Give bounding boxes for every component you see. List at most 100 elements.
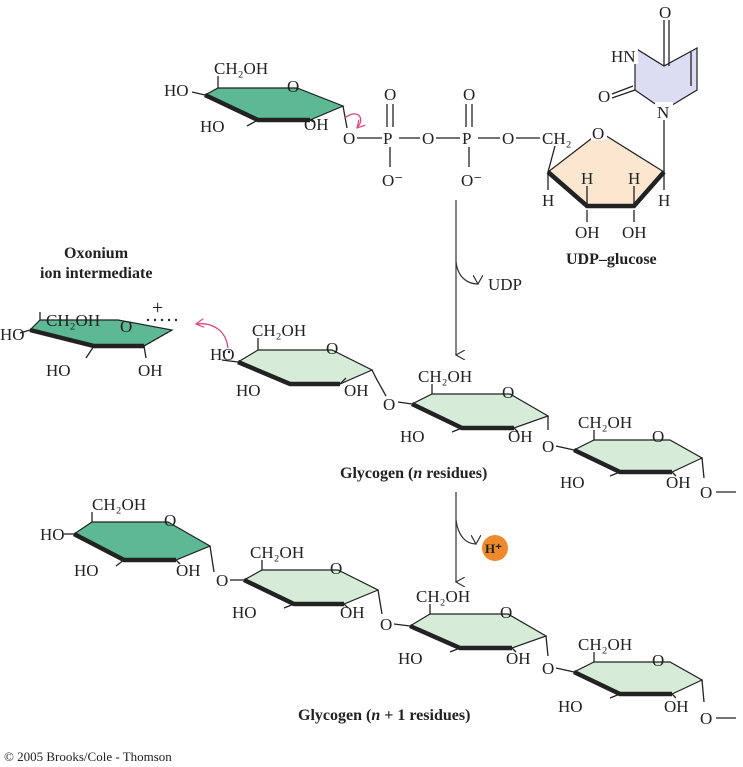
- uracil-ring: N O HN O: [598, 3, 698, 122]
- ribose-ring: O H H H H OH OH: [542, 116, 670, 242]
- ring-oxygen-label: O: [652, 427, 664, 446]
- uracil-hn-label: HN: [611, 47, 636, 66]
- oh-label: OH: [340, 603, 365, 622]
- ring-front-edge: [237, 359, 340, 387]
- oxonium-ion-intermediate: Oxonium ion intermediate CH₂OH HO HO OH …: [0, 245, 231, 380]
- glycogen-n-label: Glycogen (n residues): [340, 465, 487, 482]
- glucose-residue: CH₂OH HO OH O: [232, 543, 383, 622]
- glycogen-n-plus-1-label: Glycogen (n + 1 residues): [298, 707, 470, 724]
- glycosidic-oxygen-label: O: [383, 395, 395, 414]
- glycosidic-oxygen-label: O: [542, 659, 554, 678]
- ch2oh-label: CH₂OH: [252, 321, 306, 340]
- reaction-step-2: H⁺: [456, 492, 508, 582]
- electron-pair-dots: [146, 318, 178, 322]
- ch2oh-label: CH₂OH: [416, 587, 470, 606]
- oh-label: OH: [506, 649, 531, 668]
- ch2oh-label: CH₂OH: [46, 311, 100, 330]
- pyrophosphate-chain: O P O O⁻ O P O O⁻ O CH₂: [343, 85, 572, 190]
- proton-ball: [482, 535, 508, 561]
- ho-label: HO: [232, 603, 257, 622]
- ring-oxygen-label: O: [330, 559, 342, 578]
- phosphorus-label: P: [462, 129, 471, 148]
- ch2oh-label: CH₂OH: [578, 635, 632, 654]
- ch2oh-label: CH₂OH: [418, 367, 472, 386]
- ch2oh-label: CH₂OH: [250, 543, 304, 562]
- ring-oxygen-label: O: [120, 317, 132, 336]
- phosphoryl-oxygen-label: O: [463, 85, 475, 104]
- ring-oxygen-label: O: [500, 603, 512, 622]
- carbonyl-oxygen-label: O: [598, 87, 610, 106]
- uracil-face: [634, 46, 698, 111]
- ribose-oxygen-label: O: [592, 124, 604, 143]
- glucose-residue: CH₂OH HO OH O: [560, 413, 705, 492]
- ho-label: HO: [46, 361, 71, 380]
- ring-face: [72, 521, 212, 561]
- udp-glucose: CH₂OH HO HO OH O O P O O⁻ O P O O⁻ O: [164, 3, 698, 268]
- oxonium-label-line2: ion intermediate: [40, 265, 152, 282]
- oh-label: OH: [176, 561, 201, 580]
- terminal-oxygen-label: O: [700, 709, 712, 728]
- glycosidic-oxygen-label: O: [380, 615, 392, 634]
- glycogen-n-plus-1-residues: CH₂OH HO HO OH O O CH₂OH HO OH O O: [40, 495, 736, 728]
- oh-label: OH: [664, 697, 689, 716]
- ring-face: [572, 439, 704, 473]
- ch2oh-label: CH₂OH: [578, 413, 632, 432]
- udp-byproduct-label: UDP: [488, 275, 522, 294]
- phosphate-oxyanion-label: O⁻: [461, 171, 482, 190]
- glucose-residue: CH₂OH HO OH O: [398, 587, 549, 668]
- hydrogen-label: H: [658, 191, 670, 210]
- ring-face: [242, 569, 380, 605]
- oh-label: OH: [508, 427, 533, 446]
- glucose-residue: CH₂OH HO HO OH O: [210, 321, 377, 400]
- ho-label: HO: [0, 325, 25, 344]
- bridge-oxygen-label: O: [502, 129, 514, 148]
- carbonyl-oxygen-label: O: [659, 3, 671, 22]
- ho-label: HO: [200, 117, 225, 136]
- ch2-label: CH₂: [542, 129, 572, 148]
- hydroxyl-label: OH: [575, 223, 600, 242]
- bridge-oxygen-label: O: [422, 129, 434, 148]
- proton-label: H⁺: [485, 541, 502, 556]
- phosphoryl-oxygen-label: O: [384, 85, 396, 104]
- ring-oxygen-label: O: [164, 511, 176, 530]
- ho-label: HO: [40, 525, 65, 544]
- ring-face: [408, 613, 548, 649]
- glucose-residue-new: CH₂OH HO HO OH O: [40, 495, 215, 580]
- terminal-oxygen-label: O: [700, 483, 712, 502]
- ho-label: HO: [74, 561, 99, 580]
- ch2oh-label: CH₂OH: [214, 59, 268, 78]
- hydroxyl-label: OH: [622, 223, 647, 242]
- oh-label: OH: [344, 381, 369, 400]
- hydrogen-label: H: [581, 169, 593, 188]
- glucose-residue: CH₂OH HO OH O: [558, 635, 705, 716]
- ho-label: HO: [400, 427, 425, 446]
- ho-label: HO: [398, 649, 423, 668]
- glycosidic-oxygen-label: O: [216, 571, 228, 590]
- ring-oxygen-label: O: [326, 339, 338, 358]
- glycosidic-oxygen-label: O: [542, 437, 554, 456]
- ring-face: [236, 349, 374, 385]
- ring-face: [572, 661, 704, 695]
- ho-label: HO: [164, 81, 189, 100]
- reaction-step-1: UDP: [456, 200, 522, 355]
- positive-charge-label: +: [152, 297, 163, 319]
- hydrogen-label: H: [542, 191, 554, 210]
- hydrogen-label: H: [628, 169, 640, 188]
- ring-oxygen-label: O: [652, 651, 664, 670]
- oh-label: OH: [666, 473, 691, 492]
- ho-label: HO: [558, 697, 583, 716]
- ribose-front-edge: [546, 170, 666, 209]
- oh-label: OH: [304, 115, 329, 134]
- phosphorus-label: P: [383, 129, 392, 148]
- udp-glucose-glucose-ring: CH₂OH HO HO OH O: [164, 59, 348, 136]
- copyright-notice: © 2005 Brooks/Cole - Thomson: [4, 749, 172, 764]
- electron-push-arrow: [344, 113, 361, 128]
- udp-glucose-label: UDP–glucose: [566, 251, 657, 268]
- nucleophilic-attack-arrow: [196, 324, 229, 349]
- ring-oxygen-label: O: [502, 383, 514, 402]
- phosphate-oxyanion-label: O⁻: [382, 171, 403, 190]
- ring-face: [410, 393, 550, 429]
- ch2oh-label: CH₂OH: [92, 495, 146, 514]
- bridge-oxygen-label: O: [343, 129, 355, 148]
